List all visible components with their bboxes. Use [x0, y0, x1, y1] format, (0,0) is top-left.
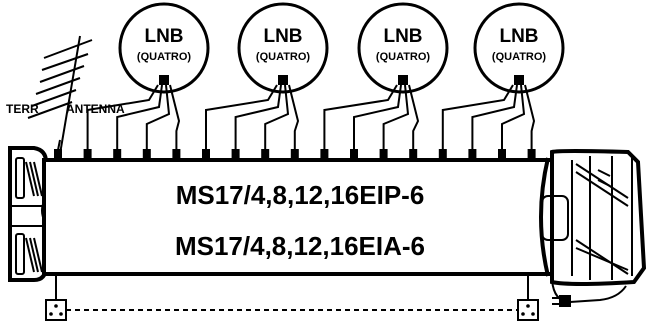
- lnb-cable: [524, 84, 536, 150]
- lnb-dish-icon: LNB (QUATRO): [237, 2, 329, 94]
- power-socket-icon: [45, 299, 67, 321]
- lnb-dish-icon: LNB (QUATRO): [473, 2, 565, 94]
- lnb-cable: [382, 84, 410, 150]
- multiswitch-body: [8, 146, 647, 286]
- lnb-subtitle: (QUATRO): [492, 51, 547, 63]
- input-connector: [231, 149, 240, 161]
- model-label-eip: MS17/4,8,12,16EIP-6: [176, 180, 425, 210]
- lnb-cable: [116, 84, 163, 150]
- lnb-dish-icon: LNB (QUATRO): [118, 2, 210, 94]
- input-connector: [379, 149, 388, 161]
- lnb-cable: [471, 84, 518, 150]
- lnb-cable: [501, 84, 526, 150]
- input-connector: [350, 149, 358, 161]
- input-connector: [320, 149, 329, 161]
- lnb-cable: [145, 84, 171, 150]
- input-connector: [142, 149, 151, 161]
- lnb-subtitle: (QUATRO): [376, 51, 431, 63]
- input-connector: [527, 149, 536, 161]
- lnb-title: LNB: [144, 26, 183, 47]
- power-socket-icon: [517, 299, 539, 321]
- lnb-cable: [234, 84, 282, 150]
- lnb-dish-icon: LNB (QUATRO): [357, 2, 449, 94]
- input-connector: [438, 149, 447, 161]
- lnb-title: LNB: [499, 26, 538, 47]
- lnb-cable: [264, 84, 290, 150]
- right-cap-ribs: [541, 156, 633, 280]
- power-plug-icon: [551, 279, 627, 307]
- lnb-cable: [86, 84, 159, 150]
- lnb-subtitle: (QUATRO): [256, 51, 311, 63]
- lnb-cable: [288, 84, 300, 150]
- antenna-icon: [27, 35, 93, 155]
- lnb-cable: [169, 84, 181, 150]
- lnb-cable: [353, 84, 402, 150]
- antenna-label-terr: TERR: [6, 102, 39, 116]
- input-connector: [172, 149, 181, 161]
- input-connector: [409, 149, 418, 161]
- input-connector: [498, 149, 506, 161]
- input-connectors: [54, 149, 536, 161]
- input-connector: [261, 149, 270, 161]
- power-connection: [55, 274, 529, 311]
- lnb-cable: [205, 84, 278, 150]
- input-connector: [113, 149, 122, 161]
- lnb-title: LNB: [263, 26, 302, 47]
- antenna-cable: [57, 139, 61, 151]
- lnb-title: LNB: [383, 26, 422, 47]
- input-connector: [468, 149, 477, 161]
- lnb-cable: [323, 84, 398, 150]
- input-connector: [54, 149, 62, 161]
- lnb-cable: [408, 84, 420, 150]
- model-label-eia: MS17/4,8,12,16EIA-6: [175, 231, 425, 261]
- input-connector: [202, 149, 210, 161]
- lnb-subtitle: (QUATRO): [137, 51, 192, 63]
- lnb-cable: [441, 84, 514, 150]
- input-connector: [83, 149, 92, 161]
- left-cap-ribs: [10, 157, 44, 275]
- input-connector: [290, 149, 299, 161]
